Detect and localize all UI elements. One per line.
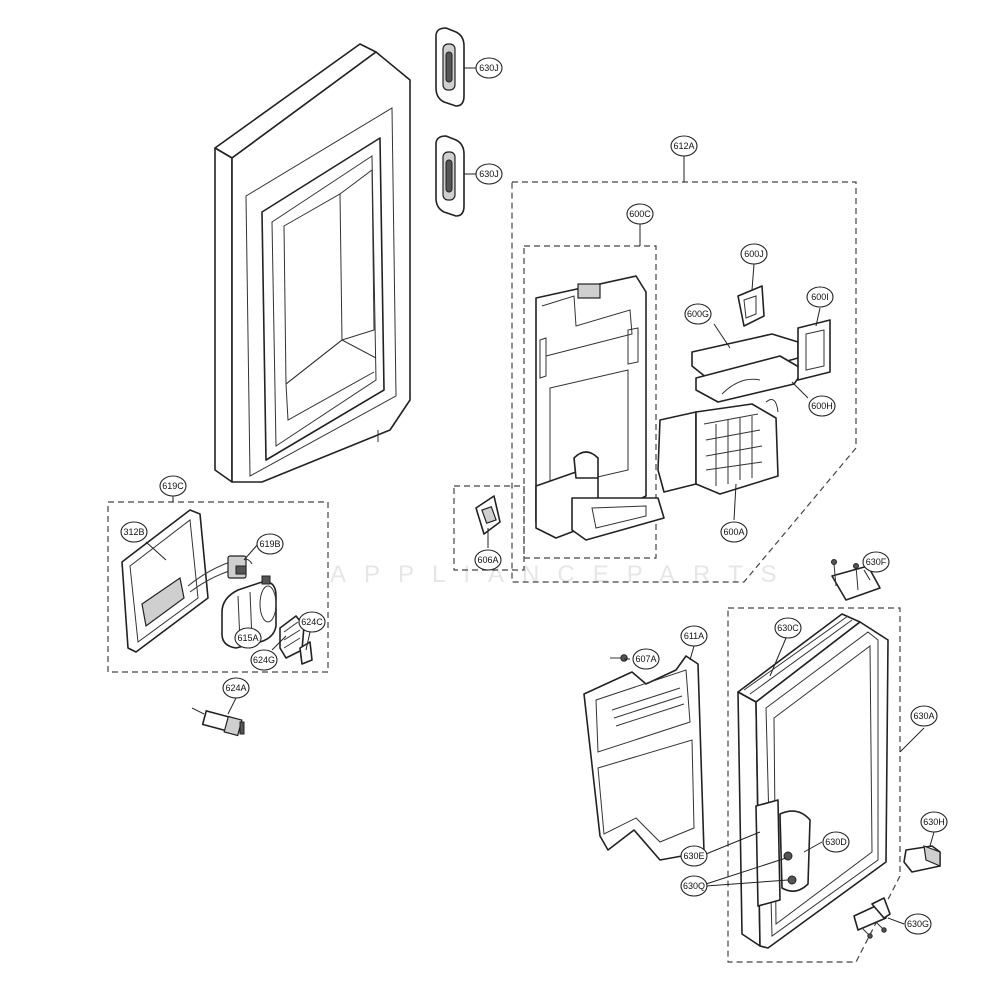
callout-612A[interactable]: 612A: [670, 135, 698, 157]
callout-label: 619C: [162, 481, 184, 491]
callout-label: 619B: [259, 539, 280, 549]
callout-label: 630J: [479, 63, 499, 73]
callout-label: 630A: [913, 711, 934, 721]
callout-label: 600I: [811, 292, 829, 302]
callout-607A[interactable]: 607A: [632, 648, 660, 670]
callout-label: 615A: [237, 633, 258, 643]
callout-600J[interactable]: 600J: [740, 243, 768, 265]
solenoid-624A: [191, 707, 245, 737]
callout-600H[interactable]: 600H: [808, 395, 836, 417]
callout-630D[interactable]: 630D: [822, 831, 850, 853]
group-box-619C: [107, 501, 329, 673]
callout-label: 600H: [811, 401, 833, 411]
door-bin-clip-upper: [435, 27, 465, 107]
door-bin-clip-lower: [435, 135, 465, 217]
dispenser-cover-panel: [121, 509, 209, 653]
callout-630H[interactable]: 630H: [920, 811, 948, 833]
callout-label: 600J: [744, 249, 764, 259]
callout-600A[interactable]: 600A: [720, 521, 748, 543]
callout-630J-mid[interactable]: 630J: [475, 163, 503, 185]
ice-maker-cover-600G: [691, 333, 805, 403]
callout-630J-top[interactable]: 630J: [475, 57, 503, 79]
callout-label: 630E: [683, 851, 704, 861]
dispenser-cover-611A: [583, 655, 705, 861]
callout-600I[interactable]: 600I: [806, 286, 834, 308]
refrigerator-door-large: [214, 43, 411, 483]
callout-label: 611A: [684, 631, 704, 641]
bracket-606A-part: [475, 495, 501, 535]
callout-label: 630J: [479, 169, 499, 179]
callout-630C[interactable]: 630C: [774, 617, 802, 639]
callout-624C[interactable]: 624C: [298, 611, 326, 633]
leader-lines: [145, 67, 935, 925]
hinge-630F: [831, 559, 881, 601]
callout-label: 606A: [477, 555, 498, 565]
callout-630E[interactable]: 630E: [680, 845, 708, 867]
callout-label: 607A: [635, 654, 656, 664]
callout-label: 600A: [723, 527, 744, 537]
gasket-frame-600I: [797, 319, 831, 381]
callout-606A[interactable]: 606A: [474, 549, 502, 571]
callout-630Q[interactable]: 630Q: [680, 875, 708, 897]
ice-maker-assembly-600A: [657, 399, 779, 495]
callout-611A[interactable]: 611A: [680, 625, 708, 647]
door-gasket-630C: [743, 615, 853, 695]
water-filter-615A: [221, 575, 277, 649]
bracket-630H: [903, 845, 941, 873]
group-box-600C: [523, 245, 657, 559]
callout-label: 630C: [777, 623, 799, 633]
callout-600G[interactable]: 600G: [684, 303, 712, 325]
callout-630G[interactable]: 630G: [904, 913, 932, 935]
wiring-harness-619B: [187, 555, 253, 593]
group-box-612A: [511, 181, 857, 583]
callout-label: 630F: [866, 557, 887, 567]
screw-607A: [610, 654, 628, 662]
dispenser-handle-630D: [755, 799, 811, 907]
group-box-630A: [727, 607, 901, 963]
hinge-lower-630G: [853, 897, 891, 939]
switch-624C: [299, 641, 313, 665]
callout-619B[interactable]: 619B: [256, 533, 284, 555]
callout-label: 630D: [825, 837, 847, 847]
callout-600C[interactable]: 600C: [626, 203, 654, 225]
callout-label: 630H: [923, 817, 945, 827]
callout-label: 312B: [123, 527, 144, 537]
callout-615A[interactable]: 615A: [234, 627, 262, 649]
callout-label: 630Q: [683, 881, 705, 891]
bracket-600J-part: [737, 285, 765, 327]
callout-312B[interactable]: 312B: [120, 521, 148, 543]
group-box-606A: [453, 485, 525, 571]
callout-624A[interactable]: 624A: [222, 677, 250, 699]
callout-624G[interactable]: 624G: [250, 649, 278, 671]
callout-label: 624A: [225, 683, 246, 693]
callout-619C[interactable]: 619C: [159, 475, 187, 497]
callout-label: 612A: [673, 141, 694, 151]
callout-label: 624C: [301, 617, 323, 627]
callout-label: 600C: [629, 209, 651, 219]
callout-630A[interactable]: 630A: [910, 705, 938, 727]
callout-label: 630G: [907, 919, 929, 929]
callout-label: 600G: [687, 309, 709, 319]
watermark-text: APPLIANCEPARTS: [330, 561, 795, 588]
ice-bin-housing: [535, 275, 665, 541]
callout-label: 624G: [253, 655, 275, 665]
callout-630F[interactable]: 630F: [862, 551, 890, 573]
